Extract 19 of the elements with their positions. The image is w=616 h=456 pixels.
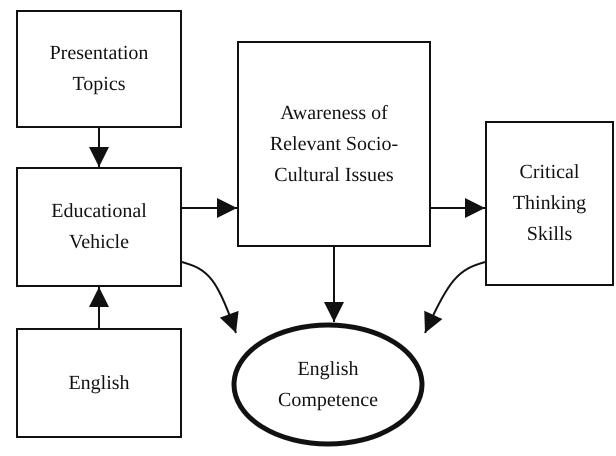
- node-label: Critical Thinking Skills: [512, 160, 588, 247]
- process-box: [16, 167, 182, 287]
- process-box: [485, 121, 614, 286]
- arrow: [431, 198, 485, 218]
- node-label: Educational Vehicle: [50, 199, 148, 255]
- ellipse-node: [232, 322, 424, 446]
- arrow: [182, 198, 237, 218]
- node-label: English: [67, 370, 131, 396]
- node-label: English Competence: [277, 356, 379, 412]
- arrow: [89, 128, 109, 167]
- node-label: Awareness of Relevant Socio-Cultural Issues: [268, 100, 400, 188]
- process-box: [16, 10, 182, 128]
- arrow: [424, 261, 486, 334]
- node-label: Presentation Topics: [48, 41, 150, 97]
- process-box: [237, 41, 431, 247]
- process-box: [16, 328, 182, 438]
- arrow: [182, 261, 239, 334]
- arrow: [324, 247, 344, 322]
- arrow: [89, 287, 109, 328]
